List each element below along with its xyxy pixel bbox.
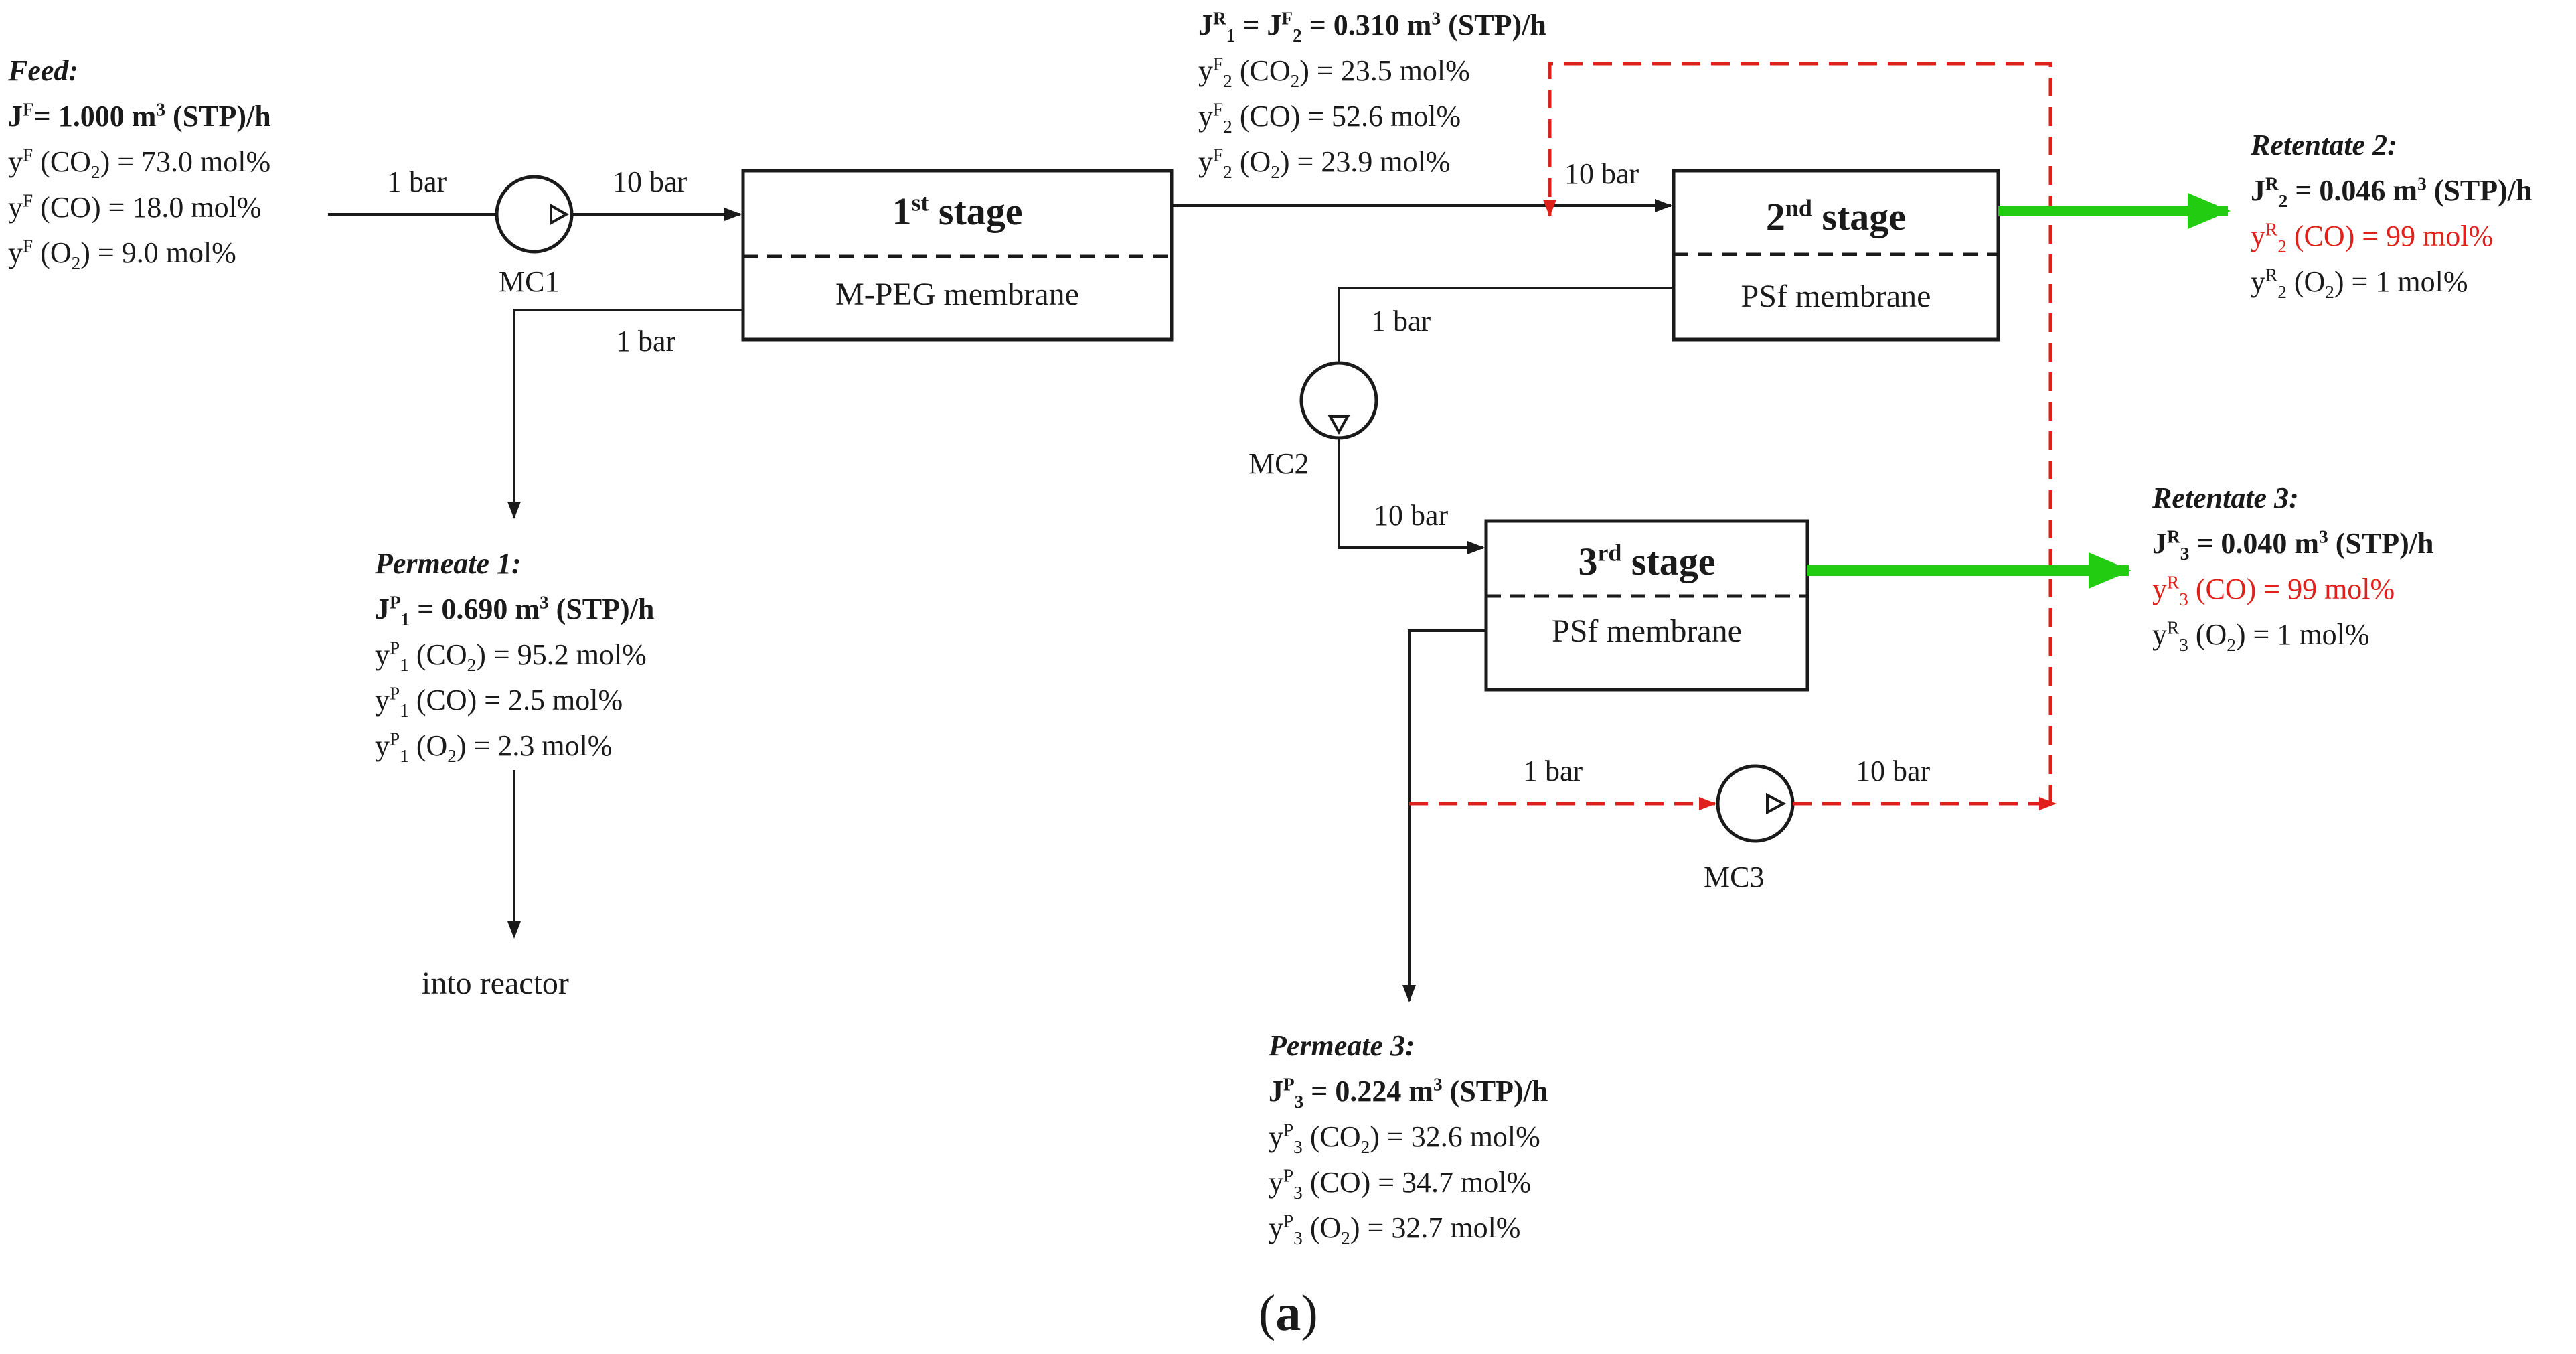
stage2-box	[1672, 169, 2000, 342]
permeate3-line	[1402, 629, 1486, 1002]
retentate3-info: Retentate 3: JR3 = 0.040 m3 (STP)/h yR3 …	[2152, 475, 2433, 658]
mc3-label: MC3	[1704, 860, 1765, 893]
figure-caption: (a)	[1259, 1285, 1318, 1341]
retentate1-o2: yF2 (O2) = 23.9 mol%	[1198, 145, 1451, 182]
stage3-membrane: PSf membrane	[1552, 613, 1742, 649]
stage1-box	[741, 169, 1174, 342]
stage2-membrane: PSf membrane	[1741, 279, 1931, 314]
permeate3-co: yP3 (CO) = 34.7 mol%	[1269, 1165, 1532, 1203]
permeate3-co2: yP3 (CO2) = 32.6 mol%	[1269, 1120, 1540, 1157]
stage1-membrane: M-PEG membrane	[835, 277, 1079, 312]
compressor-mc2-icon	[1299, 361, 1378, 440]
stage2-title: 2nd stage	[1765, 194, 1907, 238]
permeate1-flow: JP1 = 0.690 m3 (STP)/h	[375, 592, 655, 629]
pressure-mc2-out: 10 bar	[1374, 499, 1449, 532]
permeate1-o2: yP1 (O2) = 2.3 mol%	[375, 729, 613, 766]
retentate2-co: yR2 (CO) = 99 mol%	[2251, 219, 2494, 256]
compressor-mc1-icon	[495, 175, 574, 254]
retentate3-o2: yR3 (O2) = 1 mol%	[2152, 617, 2370, 655]
stage3-box	[1484, 519, 1809, 692]
retentate2-info: Retentate 2: JR2 = 0.046 m3 (STP)/h yR2 …	[2251, 123, 2532, 305]
feed-co2: yF (CO2) = 73.0 mol%	[8, 145, 271, 182]
pressure-mc1-out: 10 bar	[613, 165, 688, 198]
retentate3-co: yR3 (CO) = 99 mol%	[2152, 572, 2395, 609]
retentate2-o2: yR2 (O2) = 1 mol%	[2251, 265, 2468, 302]
retentate1-flow: JR1 = JF2 = 0.310 m3 (STP)/h	[1198, 8, 1546, 46]
mc2-to-stage3-arrow	[1338, 438, 1485, 554]
permeate1-info: Permeate 1: JP1 = 0.690 m3 (STP)/h yP1 (…	[375, 541, 654, 769]
stage3-title: 3rd stage	[1578, 539, 1716, 583]
retentate2-heading: Retentate 2:	[2251, 129, 2397, 161]
retentate1-co: yF2 (CO) = 52.6 mol%	[1198, 99, 1461, 137]
retentate2-flow: JR2 = 0.046 m3 (STP)/h	[2251, 173, 2532, 211]
recycle-return-arrow	[1543, 62, 2052, 804]
mc2-label: MC2	[1249, 447, 1309, 480]
compressor-mc3-icon	[1716, 764, 1795, 843]
permeate1-line	[507, 309, 743, 519]
pressure-mc3-in: 1 bar	[1523, 755, 1583, 787]
permeate3-flow: JP3 = 0.224 m3 (STP)/h	[1269, 1074, 1548, 1112]
mc1-label: MC1	[499, 265, 560, 298]
permeate1-co2: yP1 (CO2) = 95.2 mol%	[375, 637, 647, 675]
feed-o2: yF (O2) = 9.0 mol%	[8, 236, 236, 273]
permeate1-destination: into reactor	[422, 966, 569, 1001]
retentate3-heading: Retentate 3:	[2152, 481, 2299, 514]
retentate1-co2: yF2 (CO2) = 23.5 mol%	[1198, 54, 1470, 91]
pressure-permeate1: 1 bar	[616, 325, 676, 358]
permeate1-co: yP1 (CO) = 2.5 mol%	[375, 683, 623, 721]
permeate3-o2: yP3 (O2) = 32.7 mol%	[1269, 1211, 1521, 1248]
feed-co: yF (CO) = 18.0 mol%	[8, 190, 262, 224]
retentate3-flow: JR3 = 0.040 m3 (STP)/h	[2152, 526, 2434, 564]
feed-info: Feed: JF= 1.000 m3 (STP)/h yF (CO2) = 73…	[8, 48, 271, 276]
permeate3-info: Permeate 3: JP3 = 0.224 m3 (STP)/h yP3 (…	[1269, 1023, 1548, 1251]
pressure-retentate1: 10 bar	[1564, 157, 1639, 190]
retentate1-info: JR1 = JF2 = 0.310 m3 (STP)/h yF2 (CO2) =…	[1198, 3, 1546, 185]
feed-flow: JF= 1.000 m3 (STP)/h	[8, 99, 271, 133]
pressure-permeate2: 1 bar	[1371, 305, 1431, 337]
pressure-feed-in: 1 bar	[387, 165, 447, 198]
pressure-mc3-out: 10 bar	[1856, 755, 1931, 787]
permeate2-to-mc2-line	[1338, 287, 1674, 363]
stage1-title: 1st stage	[892, 189, 1023, 233]
permeate1-heading: Permeate 1:	[375, 547, 521, 580]
feed-heading: Feed:	[8, 54, 79, 87]
permeate3-heading: Permeate 3:	[1269, 1029, 1415, 1062]
